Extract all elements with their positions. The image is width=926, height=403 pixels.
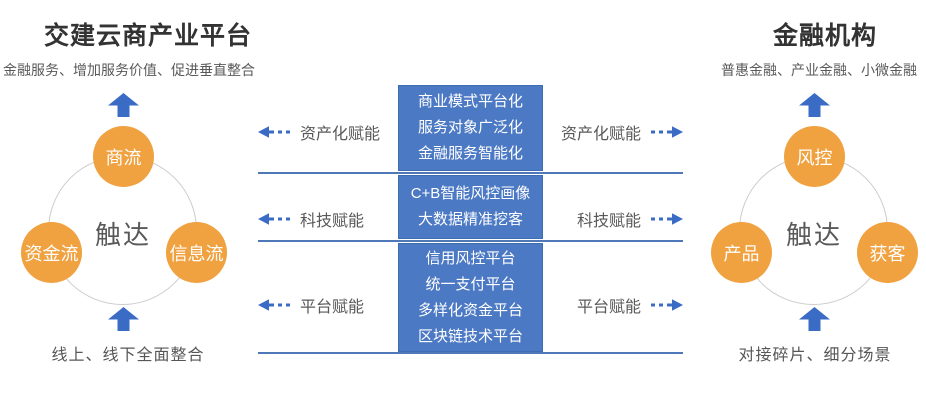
left-panel-title: 交建云商产业平台 [43,22,252,50]
separator-line-3 [258,352,683,354]
right-node-top: 风控 [784,126,845,187]
box-line: 金融服务智能化 [417,145,523,162]
row-asset-right: 资产化赋能 [545,119,683,144]
box-line: 多样化资金平台 [417,301,523,319]
row-asset-left: 资产化赋能 [258,119,398,144]
row-label: 科技赋能 [300,212,365,230]
right-caption: 对接碎片、细分场景 [738,347,892,364]
right-node-left: 产品 [711,222,772,283]
box-line: C+B智能风控画像 [410,185,531,202]
center-box-asset: 商业模式平台化 服务对象广泛化 金融服务智能化 [398,85,543,171]
center-box-platform: 信用风控平台 统一支付平台 多样化资金平台 区块链技术平台 [398,243,543,352]
left-bottom-up-arrow-icon [108,307,139,331]
dashed-left-arrow-icon [258,125,290,138]
left-node-right: 信息流 [166,222,227,283]
row-platform-right: 平台赋能 [545,292,683,317]
box-line: 统一支付平台 [425,275,516,293]
dashed-right-arrow-icon [651,298,683,311]
dashed-left-arrow-icon [258,298,290,311]
row-tech-left: 科技赋能 [258,206,398,231]
center-box-tech: C+B智能风控画像 大数据精准挖客 [398,175,543,239]
right-bottom-up-arrow-icon [799,307,830,331]
left-panel-subtitle: 金融服务、增加服务价值、促进垂直整合 [3,62,255,78]
box-line: 大数据精准挖客 [417,211,523,228]
box-line: 商业模式平台化 [417,93,523,110]
left-caption: 线上、线下全面整合 [51,347,205,364]
row-tech-right: 科技赋能 [545,206,683,231]
left-node-top: 商流 [93,126,154,187]
box-line: 服务对象广泛化 [417,119,523,136]
right-hub-label: 触达 [785,220,842,250]
left-top-up-arrow-icon [108,93,139,117]
row-label: 平台赋能 [576,298,641,316]
dashed-right-arrow-icon [651,212,683,225]
row-label: 平台赋能 [300,298,365,316]
row-label: 科技赋能 [576,212,641,230]
right-top-up-arrow-icon [799,93,830,117]
left-node-left: 资金流 [21,222,82,283]
row-platform-left: 平台赋能 [258,292,398,317]
row-label: 资产化赋能 [560,125,641,143]
separator-line-2 [258,240,683,242]
box-line: 信用风控平台 [425,249,516,267]
separator-line-1 [258,172,683,174]
dashed-left-arrow-icon [258,212,290,225]
right-panel-subtitle: 普惠金融、产业金融、小微金融 [721,62,917,78]
row-label: 资产化赋能 [300,125,381,143]
right-panel-title: 金融机构 [772,22,877,50]
right-node-right: 获客 [857,222,918,283]
left-hub-label: 触达 [94,220,151,250]
dashed-right-arrow-icon [651,125,683,138]
box-line: 区块链技术平台 [417,327,523,345]
